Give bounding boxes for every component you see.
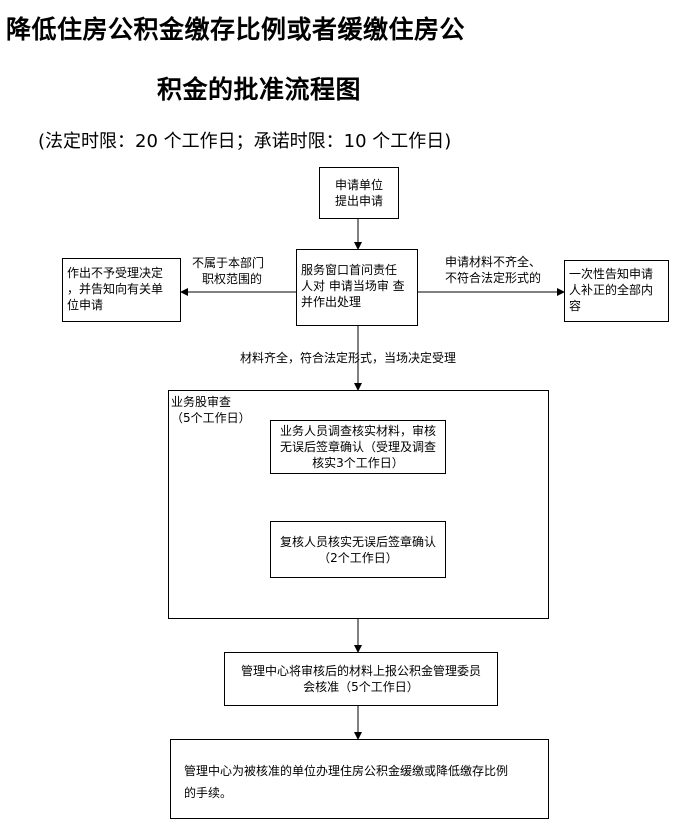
page-subtitle: (法定时限：20 个工作日；承诺时限：10 个工作日) [38, 131, 452, 152]
node-investigate-line-1: 业务人员调查核实材料，审核 [279, 424, 436, 438]
node-recheck: 复核人员核实无误后签章确认 （2个工作日） [270, 521, 446, 578]
node-reject: 作出不予受理决定 ，并告知向有关单 位申请 [62, 258, 181, 322]
label-not-in-scope: 不属于本部门 职权范围的 [192, 255, 264, 287]
label-accepted: 材料齐全，符合法定形式，当场决定受理 [240, 351, 457, 365]
node-center-report: 管理中心将审核后的材料上报公积金管理委员 会核准（5个工作日） [224, 652, 498, 706]
node-center-report-line-1: 管理中心将审核后的材料上报公积金管理委员 [240, 664, 481, 678]
node-center-report-line-2: 会核准（5个工作日） [303, 680, 419, 694]
node-investigate-line-2: 无误后签章确认（受理及调查 [279, 440, 436, 454]
node-notify-line-1: 一次性告知申请 [569, 267, 654, 281]
node-apply-line-2: 提出申请 [334, 194, 383, 208]
page-title-line-1: 降低住房公积金缴存比例或者缓缴住房公 [6, 15, 466, 44]
node-window-line-2: 人对 申请当场审 查 [301, 279, 405, 293]
node-center-handle: 管理中心为被核准的单位办理住房公积金缓缴或降低缴存比例 的手续。 [170, 739, 549, 819]
node-recheck-line-2: （2个工作日） [318, 550, 398, 565]
label-not-in-scope-line-2: 职权范围的 [202, 272, 263, 286]
node-recheck-line-1: 复核人员核实无误后签章确认 [279, 534, 436, 549]
label-incomplete: 申请材料不齐全、 不符合法定形式的 [445, 254, 541, 286]
label-incomplete-line-2: 不符合法定形式的 [445, 271, 542, 285]
label-incomplete-line-1: 申请材料不齐全、 [445, 255, 542, 269]
node-investigate-line-3: 核实3个工作日） [312, 456, 404, 470]
node-reject-line-3: 位申请 [67, 298, 104, 312]
node-window-line-3: 并作出处理 [301, 295, 362, 309]
node-center-handle-line-1: 管理中心为被核准的单位办理住房公积金缓缴或降低缴存比例 [184, 764, 509, 778]
node-reject-line-2: ，并告知向有关单 [67, 282, 164, 296]
node-window-line-1: 服务窗口首问责任 [301, 263, 398, 277]
node-dept-group-title: 业务股审查 [171, 395, 232, 409]
node-notify-line-3: 容 [569, 299, 582, 313]
node-center-handle-line-2: 的手续。 [184, 786, 233, 800]
node-window: 服务窗口首问责任 人对 申请当场审 查 并作出处理 [296, 249, 418, 326]
node-investigate: 业务人员调查核实材料，审核 无误后签章确认（受理及调查 核实3个工作日） [270, 420, 446, 474]
node-notify-line-2: 人补正的全部内 [569, 283, 654, 297]
node-notify: 一次性告知申请 人补正的全部内 容 [564, 260, 669, 322]
node-reject-line-1: 作出不予受理决定 [67, 266, 164, 280]
page-title-line-2: 积金的批准流程图 [157, 75, 362, 104]
node-apply: 申请单位 提出申请 [319, 167, 399, 219]
label-not-in-scope-line-1: 不属于本部门 [192, 256, 265, 270]
node-apply-line-1: 申请单位 [334, 178, 383, 192]
node-dept-group-time: （5个工作日） [171, 411, 251, 425]
